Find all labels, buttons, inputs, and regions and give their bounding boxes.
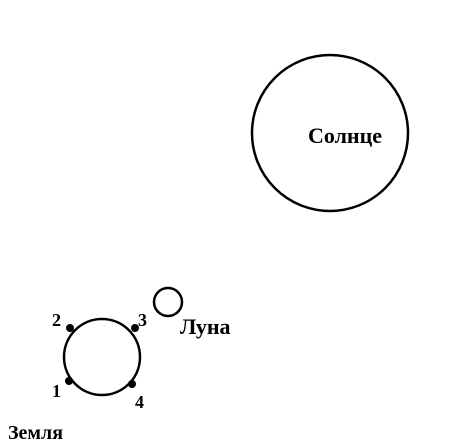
earth-circle	[62, 317, 142, 397]
earth-point-4-dot	[128, 380, 136, 388]
sun: Солнце	[250, 53, 410, 213]
earth-label: Земля	[8, 422, 63, 443]
moon-circle	[152, 286, 184, 318]
earth: 1 2 3 4 Земля	[8, 310, 147, 443]
sun-label: Солнце	[308, 123, 382, 148]
earth-point-4-label: 4	[135, 392, 144, 412]
moon-label: Луна	[180, 314, 231, 339]
moon: Луна	[152, 286, 231, 339]
earth-point-2-label: 2	[52, 310, 61, 330]
sun-circle	[250, 53, 410, 213]
earth-point-3-label: 3	[138, 310, 147, 330]
earth-point-2-dot	[66, 324, 74, 332]
earth-point-1-dot	[65, 377, 73, 385]
earth-point-3-dot	[131, 324, 139, 332]
earth-point-1-label: 1	[52, 381, 61, 401]
